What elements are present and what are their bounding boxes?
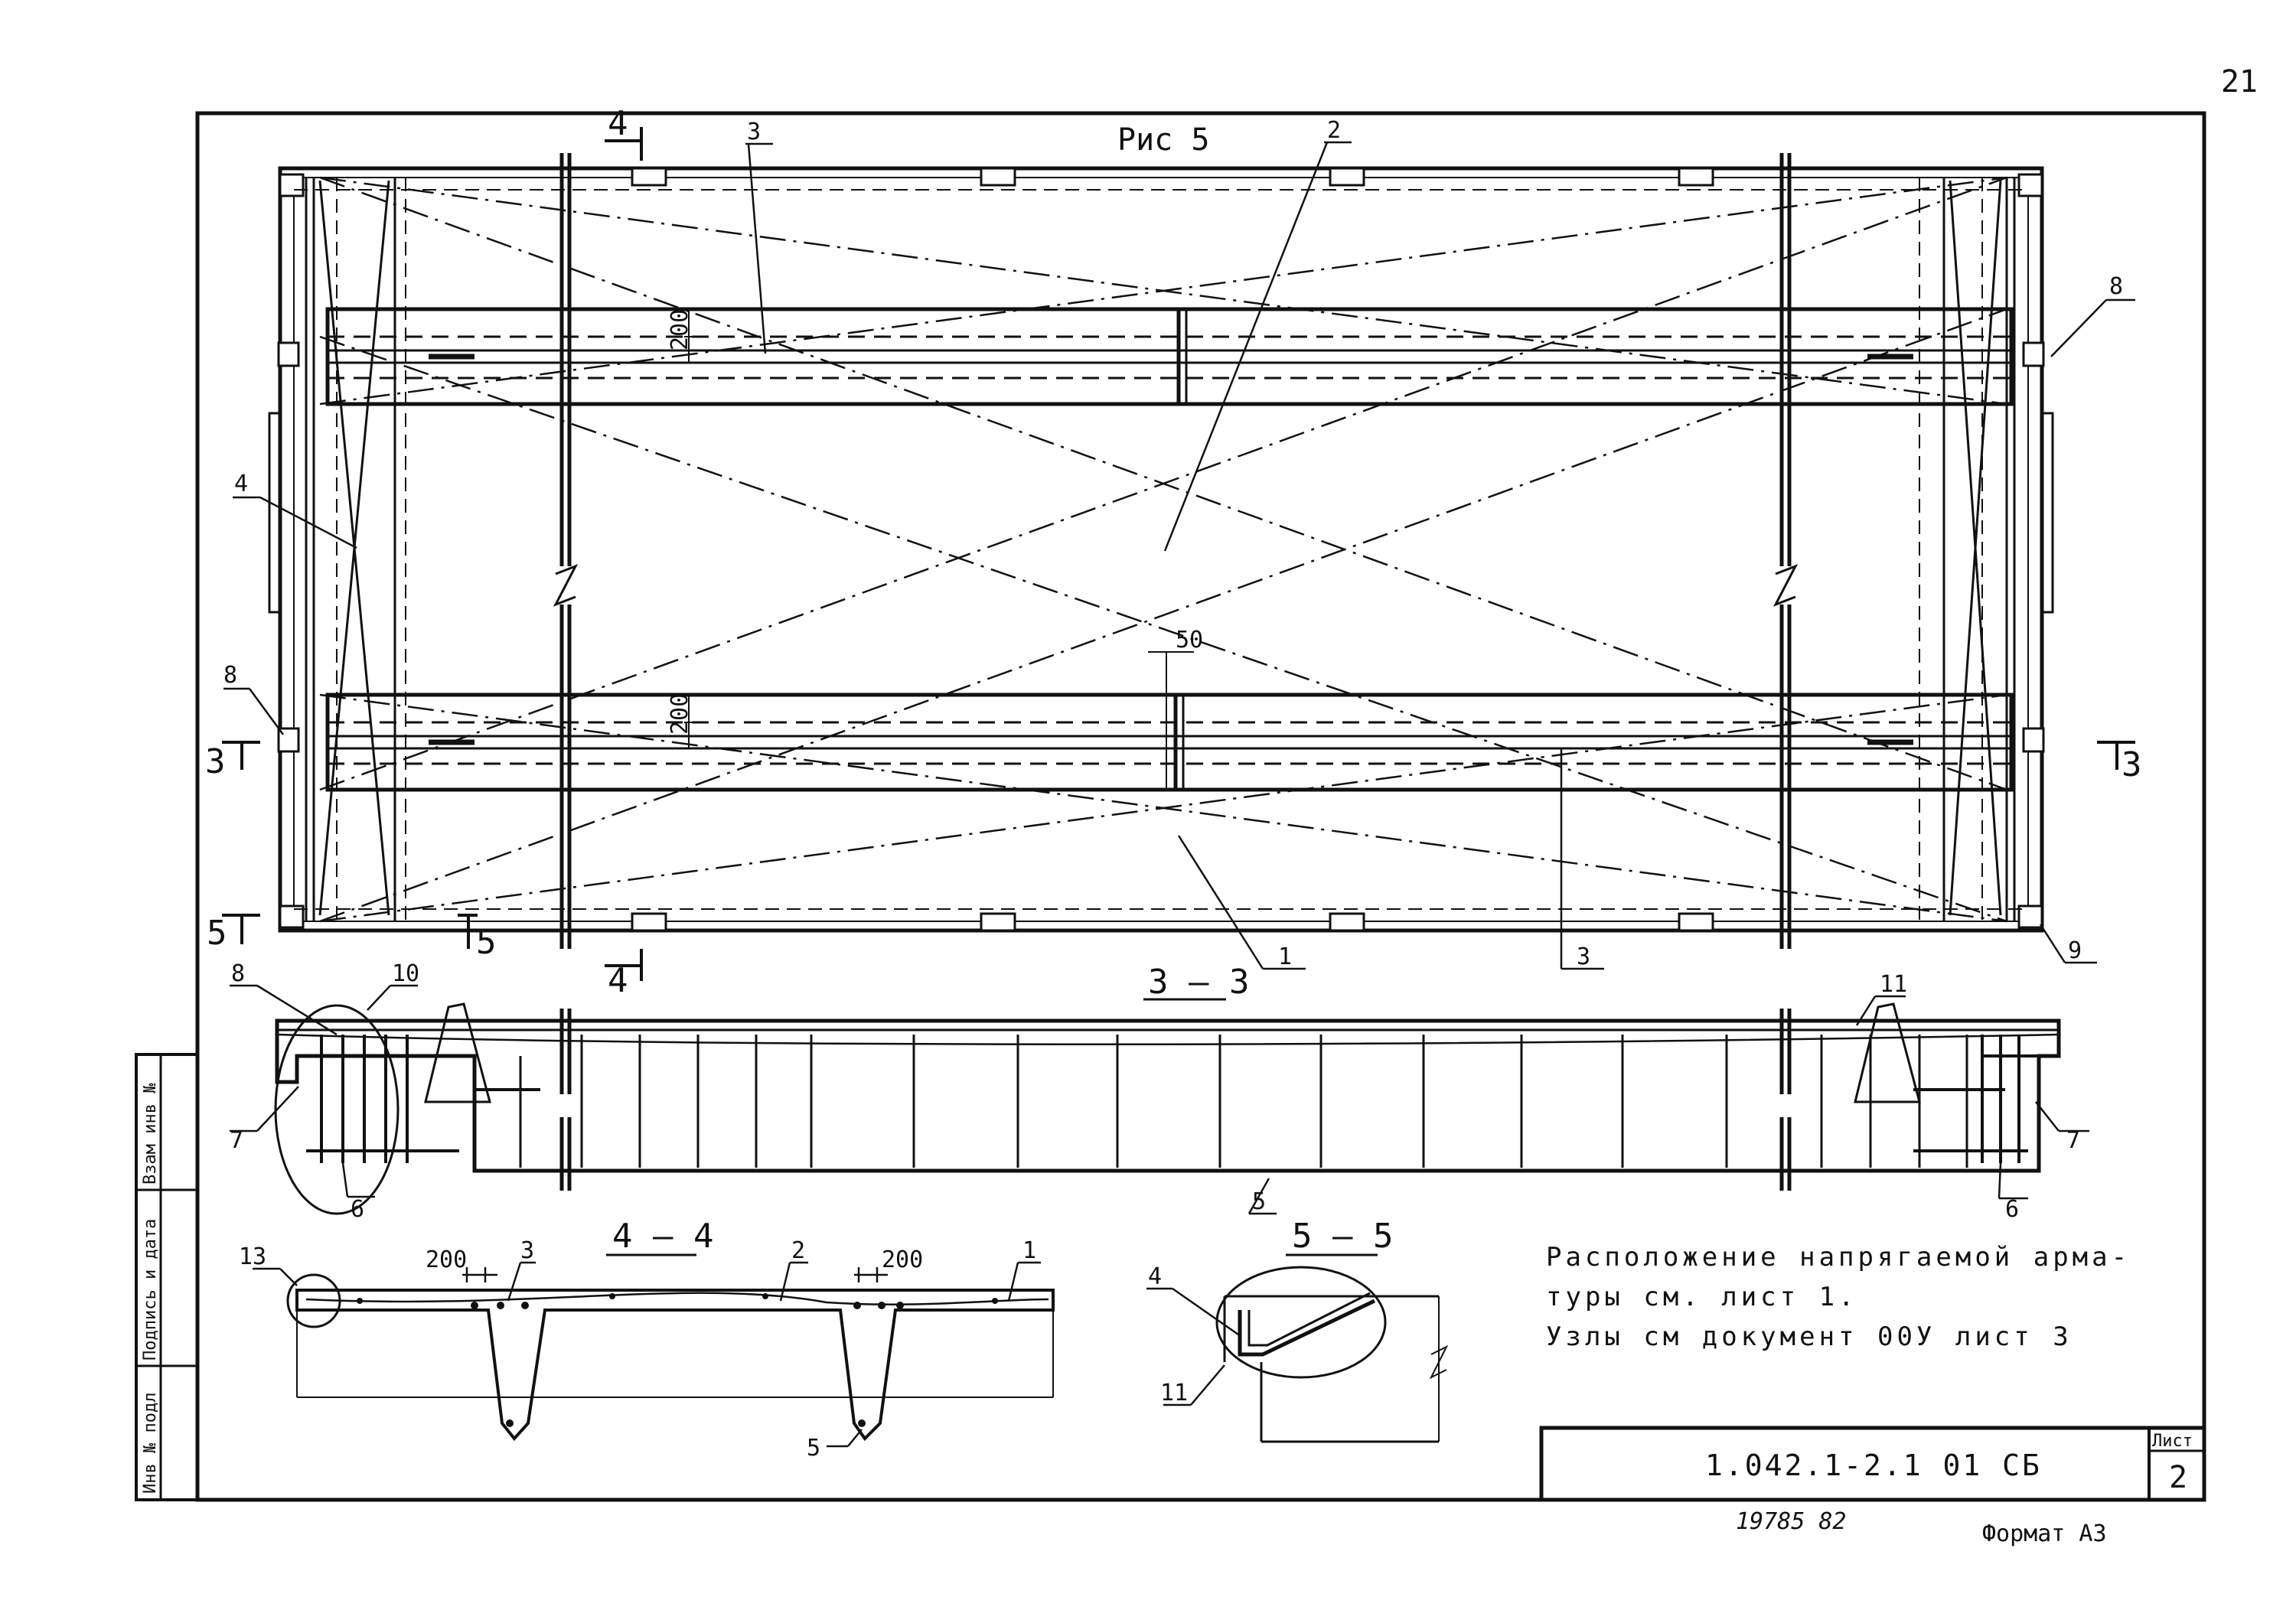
section-5-5: 5 – 5 4 11 — [1146, 1217, 1449, 1443]
callout-plan-4: 4 — [234, 471, 248, 497]
section-mark-5-left: 5 — [207, 914, 227, 953]
section-title-5-5: 5 – 5 — [1292, 1217, 1393, 1256]
sheet-label: Лист — [2152, 1432, 2193, 1451]
detail-circle-10 — [274, 1004, 400, 1215]
dim-200-top: 200 — [667, 309, 693, 350]
sheet-number: 2 — [2169, 1460, 2187, 1495]
stamp-podpis-data: Подпись и дата — [141, 1219, 160, 1361]
callout-33-8: 8 — [231, 960, 245, 987]
callout-33-6-left: 6 — [351, 1196, 364, 1223]
dim-200-bottom: 200 — [667, 693, 693, 735]
drawing-frame — [195, 111, 2206, 1502]
embedded-plates — [277, 167, 2045, 932]
callout-33-7-right: 7 — [2066, 1127, 2080, 1154]
note-line-1: Расположение напрягаемой арма- — [1546, 1242, 2131, 1273]
slab-outline — [278, 166, 2044, 933]
stamp-vzam-inv: Взам инв № — [141, 1084, 160, 1185]
section-mark-3-right: 3 — [2122, 745, 2142, 784]
side-stamp: Взам инв № Подпись и дата Инв № подл — [135, 1053, 199, 1501]
prestressed-wires — [319, 176, 2007, 923]
callout-44-13: 13 — [239, 1243, 266, 1270]
callout-44-1: 1 — [1022, 1237, 1036, 1264]
section-title-3-3: 3 – 3 — [1148, 963, 1249, 1002]
section-mark-4-bottom: 4 — [608, 961, 628, 1000]
callout-55-4: 4 — [1148, 1263, 1162, 1290]
callout-44-3: 3 — [520, 1237, 534, 1264]
callout-plan-1: 1 — [1278, 943, 1292, 970]
callout-33-7-left: 7 — [230, 1127, 243, 1154]
callout-33-5: 5 — [1252, 1188, 1266, 1215]
callout-plan-3-bottom: 3 — [1577, 943, 1590, 970]
rib-bottom — [325, 693, 2014, 792]
note-line-3: Узлы см документ 00У лист 3 — [1546, 1322, 2073, 1352]
break-lines — [553, 153, 1799, 949]
callout-plan-9: 9 — [2068, 937, 2082, 964]
section-4-4: 4 – 4 — [239, 1217, 1055, 1462]
callout-33-11: 11 — [1880, 971, 1907, 998]
stirrups — [473, 1035, 1968, 1168]
plan-view: Рис 5 — [205, 104, 2142, 1000]
doc-code: 1.042.1-2.1 01 СБ — [1705, 1449, 2042, 1482]
stamp-inv-podl: Инв № подл — [141, 1393, 160, 1494]
detail-circle-55 — [1215, 1266, 1387, 1379]
callout-plan-8-right: 8 — [2109, 273, 2123, 300]
section-mark-4-top: 4 — [608, 104, 628, 143]
callout-44-2: 2 — [791, 1237, 805, 1264]
notes: Расположение напрягаемой арма- туры см. … — [1546, 1242, 2131, 1352]
callout-33-6-right: 6 — [2005, 1196, 2019, 1223]
sheet-page-number: 21 — [2221, 64, 2258, 99]
detail-circle-13 — [286, 1273, 341, 1328]
title-block: 1.042.1-2.1 01 СБ Лист 2 — [1539, 1426, 2206, 1502]
callout-33-10: 10 — [392, 960, 419, 987]
figure-title: Рис 5 — [1117, 122, 1209, 158]
section-mark-5-under: 5 — [476, 923, 497, 962]
section-title-4-4: 4 – 4 — [612, 1217, 713, 1256]
callout-55-11: 11 — [1160, 1380, 1188, 1406]
dim-44-200-right: 200 — [882, 1247, 923, 1273]
note-line-2: туры см. лист 1. — [1546, 1282, 1858, 1312]
section-mark-3-left: 3 — [205, 742, 226, 781]
callout-plan-2: 2 — [1327, 117, 1341, 144]
callout-44-5: 5 — [807, 1435, 820, 1462]
dim-44-200-left: 200 — [426, 1247, 467, 1273]
callout-plan-3-top: 3 — [747, 119, 761, 145]
callout-plan-8-left: 8 — [223, 662, 237, 689]
section-3-3: 3 – 3 — [230, 960, 2089, 1223]
handwritten-number: 19785 82 — [1736, 1508, 1847, 1535]
lifting-loops — [424, 1002, 1921, 1103]
rib-top — [325, 307, 2014, 406]
format-label: Формат А3 — [1982, 1520, 2107, 1547]
dim-50: 50 — [1176, 627, 1203, 653]
